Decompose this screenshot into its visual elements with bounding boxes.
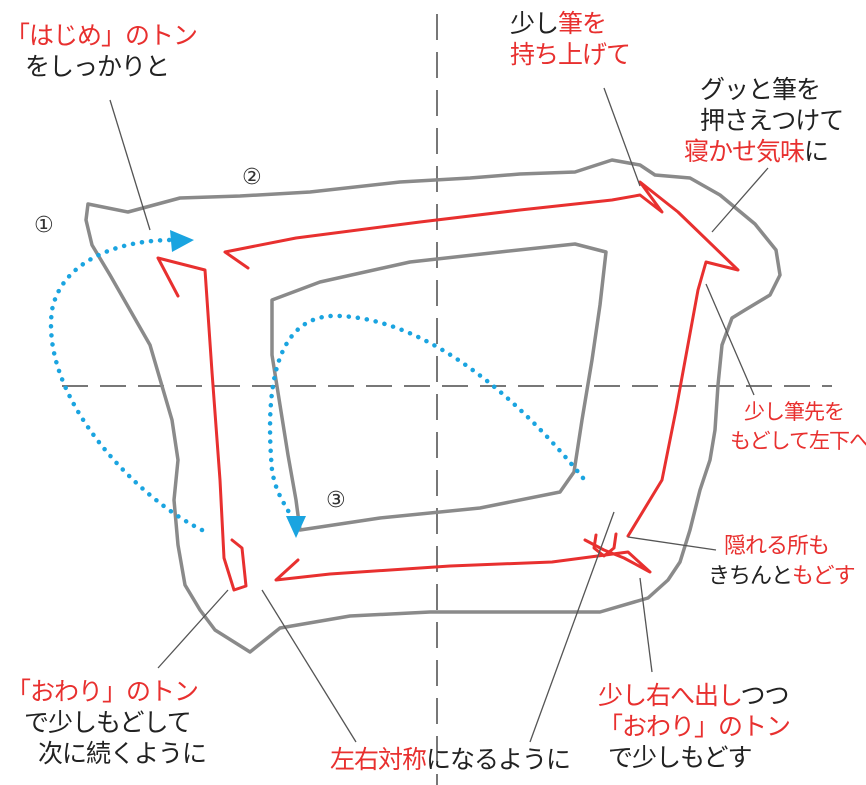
label-hidden-line1: 隠れる所も xyxy=(724,534,830,559)
label-end-left-line3: 次に続くように xyxy=(38,739,207,768)
stroke-path-hidden-return xyxy=(592,532,618,558)
label-end-right-red: 少し右へ出し xyxy=(598,681,742,710)
label-press-line2: 押さえつけて xyxy=(700,106,844,135)
label-symmetry-red: 左右対称 xyxy=(330,745,427,774)
marker-1: ① xyxy=(34,213,54,238)
movement-path-1 xyxy=(48,237,205,533)
label-press: グッと筆を 押さえつけて 寝かせ気味に xyxy=(684,74,844,167)
label-hidden-red: もどす xyxy=(792,564,856,589)
label-press-line1: グッと筆を xyxy=(700,75,821,104)
label-lift-line2: 持ち上げて xyxy=(510,40,631,69)
leader-lift xyxy=(603,87,641,187)
label-end-left-line2: で少しもどして xyxy=(24,708,192,737)
label-start-line1: 「はじめ」のトン xyxy=(5,21,198,50)
leader-press xyxy=(711,167,769,233)
label-end-left: 「おわり」のトン で少しもどして 次に続くように xyxy=(6,676,207,769)
marker-2: ② xyxy=(242,165,262,190)
label-symmetry: 左右対称になるように xyxy=(330,744,571,775)
movement-path-3 xyxy=(267,313,586,523)
leader-hidden xyxy=(627,536,717,551)
label-turn-line1: 少し筆先を xyxy=(744,400,845,424)
arrowhead-3 xyxy=(286,516,306,538)
label-hidden: 隠れる所も きちんともどす xyxy=(708,532,856,592)
label-end-right-b: つつ xyxy=(740,681,790,710)
label-end-right-line2: 「おわり」のトン xyxy=(598,712,791,741)
character-outline-outer xyxy=(84,158,782,654)
character-outline-inner xyxy=(270,242,608,532)
leader-symmetry xyxy=(529,511,615,743)
stroke-path-left-vertical xyxy=(156,256,248,592)
leader-start xyxy=(109,99,151,231)
leader-end-right xyxy=(639,577,653,673)
label-press-b: に xyxy=(804,137,829,166)
label-turn: 少し筆先を もどして左下へ xyxy=(730,398,866,456)
label-end-right-line3: で少しもどす xyxy=(608,743,753,772)
label-lift-a: 少し xyxy=(510,9,559,38)
stroke-path-bottom xyxy=(274,538,652,582)
arrowhead-1 xyxy=(170,230,194,252)
leader-symmetry-left xyxy=(261,589,357,743)
label-press-red: 寝かせ気味 xyxy=(684,137,805,166)
label-hidden-a: きちんと xyxy=(708,564,793,589)
label-start: 「はじめ」のトン をしっかりと xyxy=(5,20,198,82)
label-end-left-line1: 「おわり」のトン xyxy=(6,677,199,706)
label-lift-red: 筆を xyxy=(558,9,607,38)
label-turn-line2: もどして左下へ xyxy=(730,429,866,453)
stroke-path-top-right xyxy=(223,180,740,538)
leader-end-left xyxy=(157,589,229,669)
label-symmetry-black: になるように xyxy=(426,745,571,774)
marker-3: ③ xyxy=(326,488,346,513)
label-start-line2: をしっかりと xyxy=(25,52,170,81)
label-end-right: 少し右へ出しつつ 「おわり」のトン で少しもどす xyxy=(598,680,791,773)
leader-turn xyxy=(705,283,755,396)
label-lift: 少し筆を 持ち上げて xyxy=(510,8,631,70)
